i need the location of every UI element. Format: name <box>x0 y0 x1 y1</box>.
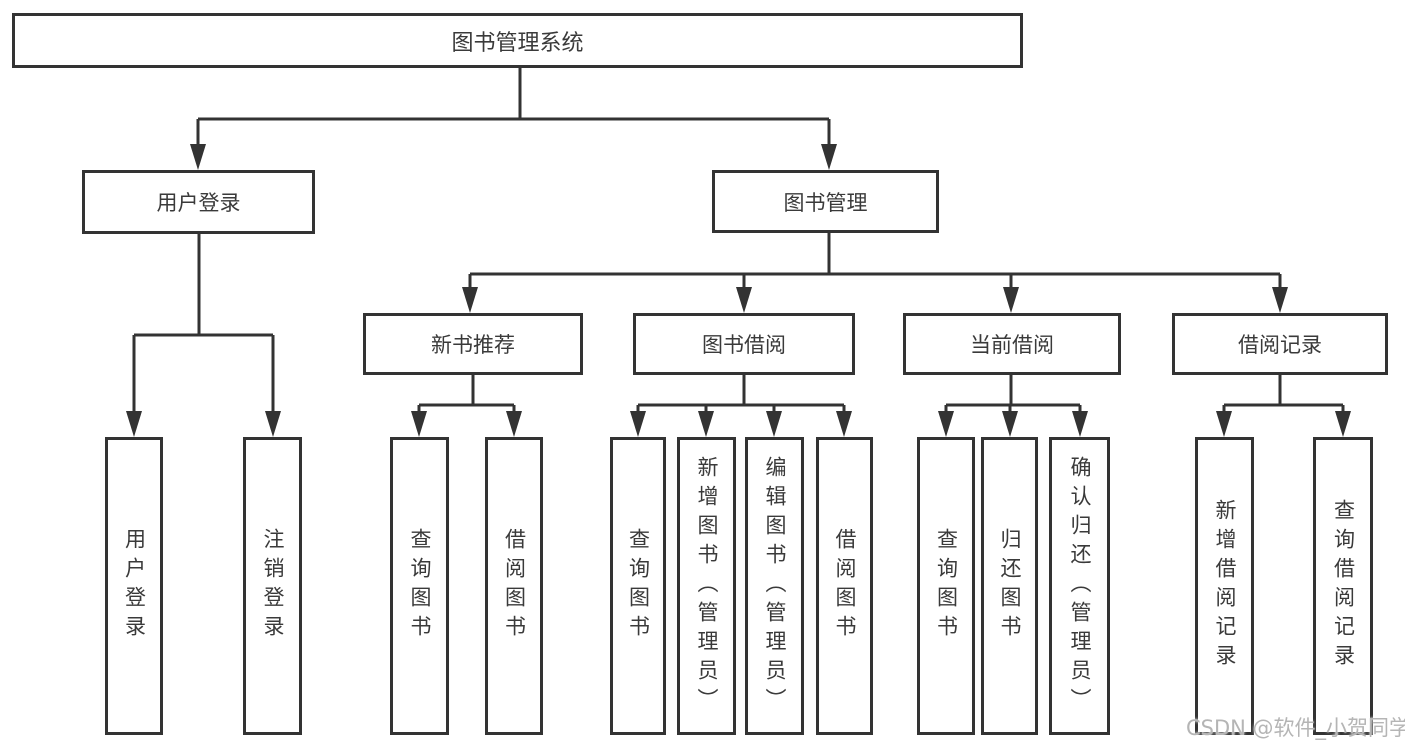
leaf-query-books-borrowing: 查询图书 <box>610 437 666 735</box>
leaf-user-login-label: 用户登录 <box>122 528 147 644</box>
node-book-borrowing: 图书借阅 <box>633 313 855 375</box>
node-borrowing-records: 借阅记录 <box>1172 313 1388 375</box>
leaf-return-books-label: 归还图书 <box>998 528 1022 644</box>
leaf-add-books-admin-label: 新增图书（管理员） <box>695 455 719 717</box>
leaf-borrow-books-recommend-label: 借阅图书 <box>502 528 527 644</box>
node-user-login: 用户登录 <box>82 170 315 234</box>
leaf-add-books-admin: 新增图书（管理员） <box>677 437 736 735</box>
leaf-confirm-return-admin: 确认归还（管理员） <box>1049 437 1110 735</box>
leaf-return-books: 归还图书 <box>981 437 1038 735</box>
leaf-add-borrow-record: 新增借阅记录 <box>1195 437 1254 735</box>
leaf-borrow-books-recommend: 借阅图书 <box>485 437 543 735</box>
leaf-edit-books-admin-label: 编辑图书（管理员） <box>763 455 787 717</box>
node-system-root: 图书管理系统 <box>12 13 1023 68</box>
node-current-borrowing: 当前借阅 <box>903 313 1121 375</box>
csdn-watermark: CSDN @软件_小贺同学 <box>1186 716 1405 740</box>
leaf-user-login: 用户登录 <box>105 437 163 735</box>
leaf-query-books-recommend: 查询图书 <box>390 437 449 735</box>
leaf-query-books-current-label: 查询图书 <box>934 528 959 644</box>
leaf-query-borrow-record: 查询借阅记录 <box>1313 437 1373 735</box>
leaf-logout: 注销登录 <box>243 437 302 735</box>
leaf-query-books-borrowing-label: 查询图书 <box>626 528 651 644</box>
node-book-management-label: 图书管理 <box>783 190 868 215</box>
leaf-logout-label: 注销登录 <box>261 528 285 644</box>
node-book-management: 图书管理 <box>712 170 939 233</box>
leaf-add-borrow-record-label: 新增借阅记录 <box>1213 499 1237 673</box>
leaf-query-books-recommend-label: 查询图书 <box>408 528 432 644</box>
node-borrowing-records-label: 借阅记录 <box>1238 333 1322 357</box>
node-user-login-label: 用户登录 <box>156 191 241 215</box>
node-new-book-recommendation-label: 新书推荐 <box>431 333 515 357</box>
leaf-query-borrow-record-label: 查询借阅记录 <box>1331 499 1356 673</box>
node-system-root-label: 图书管理系统 <box>451 30 584 56</box>
leaf-edit-books-admin: 编辑图书（管理员） <box>745 437 804 735</box>
node-book-borrowing-label: 图书借阅 <box>702 333 786 357</box>
leaf-query-books-current: 查询图书 <box>917 437 975 735</box>
leaf-borrow-books-borrowing: 借阅图书 <box>816 437 873 735</box>
leaf-confirm-return-admin-label: 确认归还（管理员） <box>1068 455 1092 717</box>
leaf-borrow-books-borrowing-label: 借阅图书 <box>833 528 857 644</box>
node-new-book-recommendation: 新书推荐 <box>363 313 583 375</box>
node-current-borrowing-label: 当前借阅 <box>970 333 1054 357</box>
